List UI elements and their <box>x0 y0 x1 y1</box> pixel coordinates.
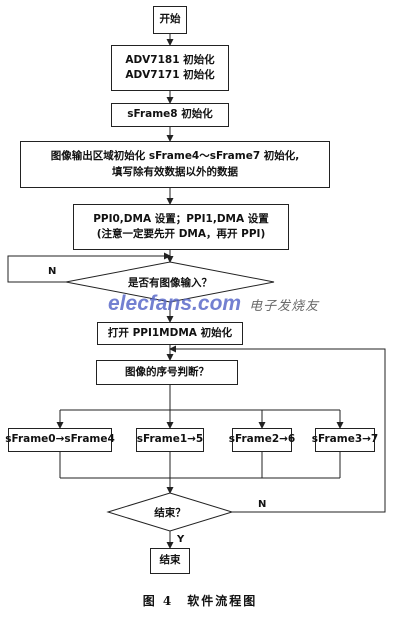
figure-caption: 图 4 软件流程图 <box>142 594 258 608</box>
decision-input-n-label: N <box>48 266 57 277</box>
watermark-cn: 电子发烧友 <box>249 299 320 314</box>
start-box: 开始 <box>153 6 187 34</box>
decision-image-input-label: 是否有图像输入？ <box>128 277 212 289</box>
adv7171-init-label: ADV7171 初始化 <box>125 69 215 81</box>
branch-box-sframe3: sFrame3→7 <box>312 428 378 452</box>
branch-label-sframe1: sFrame1→5 <box>136 433 204 446</box>
start-label: 开始 <box>159 13 181 26</box>
region-init-line1: 图像输出区域初始化 sFrame4～sFrame7 初始化, <box>50 150 300 163</box>
end-box: 结束 <box>150 548 190 574</box>
frame-check-label: 图像的序号判断？ <box>125 365 209 378</box>
branch-box-sframe1: sFrame1→5 <box>136 428 204 452</box>
end-label: 结束 <box>159 554 181 567</box>
ppi-dma-setup-line2: (注意一定要先开 DMA，再开 PPI) <box>96 228 266 240</box>
decision-end-label: 结束？ <box>154 507 186 519</box>
decision-end-y-label: Y <box>177 534 185 545</box>
decision-end-n-label: N <box>258 499 267 510</box>
adv7181-init-label: ADV7181 初始化 <box>125 53 215 66</box>
branch-label-sframe0: sFrame0→sFrame4 <box>5 433 115 446</box>
frame-check-box: 图像的序号判断？ <box>96 360 238 385</box>
adv-init-box: ADV7181 初始化 ADV7171 初始化 <box>111 45 229 91</box>
region-init-box: 图像输出区域初始化 sFrame4～sFrame7 初始化, 填写除有效数据以外… <box>20 141 330 188</box>
open-ppi1-box: 打开 PPI1MDMA 初始化 <box>97 322 243 345</box>
sframe8-init-box: sFrame8 初始化 <box>111 103 229 127</box>
branch-box-sframe0: sFrame0→sFrame4 <box>5 428 115 452</box>
ppi-dma-setup-box: PPI0,DMA 设置；PPI1,DMA 设置 (注意一定要先开 DMA，再开 … <box>73 204 289 250</box>
branch-box-sframe2: sFrame2→6 <box>229 428 295 452</box>
sframe8-init-label: sFrame8 初始化 <box>127 108 213 121</box>
branch-label-sframe2: sFrame2→6 <box>228 433 296 446</box>
region-init-line2: 填写除有效数据以外的数据 <box>112 165 238 178</box>
branch-label-sframe3: sFrame3→7 <box>311 433 379 446</box>
ppi-dma-setup-line1: PPI0,DMA 设置；PPI1,DMA 设置 <box>93 212 269 225</box>
watermark-logo: elecfans.com <box>108 292 242 315</box>
open-ppi1-label: 打开 PPI1MDMA 初始化 <box>107 326 233 339</box>
watermark: elecfans.com 电子发烧友 <box>108 292 319 316</box>
